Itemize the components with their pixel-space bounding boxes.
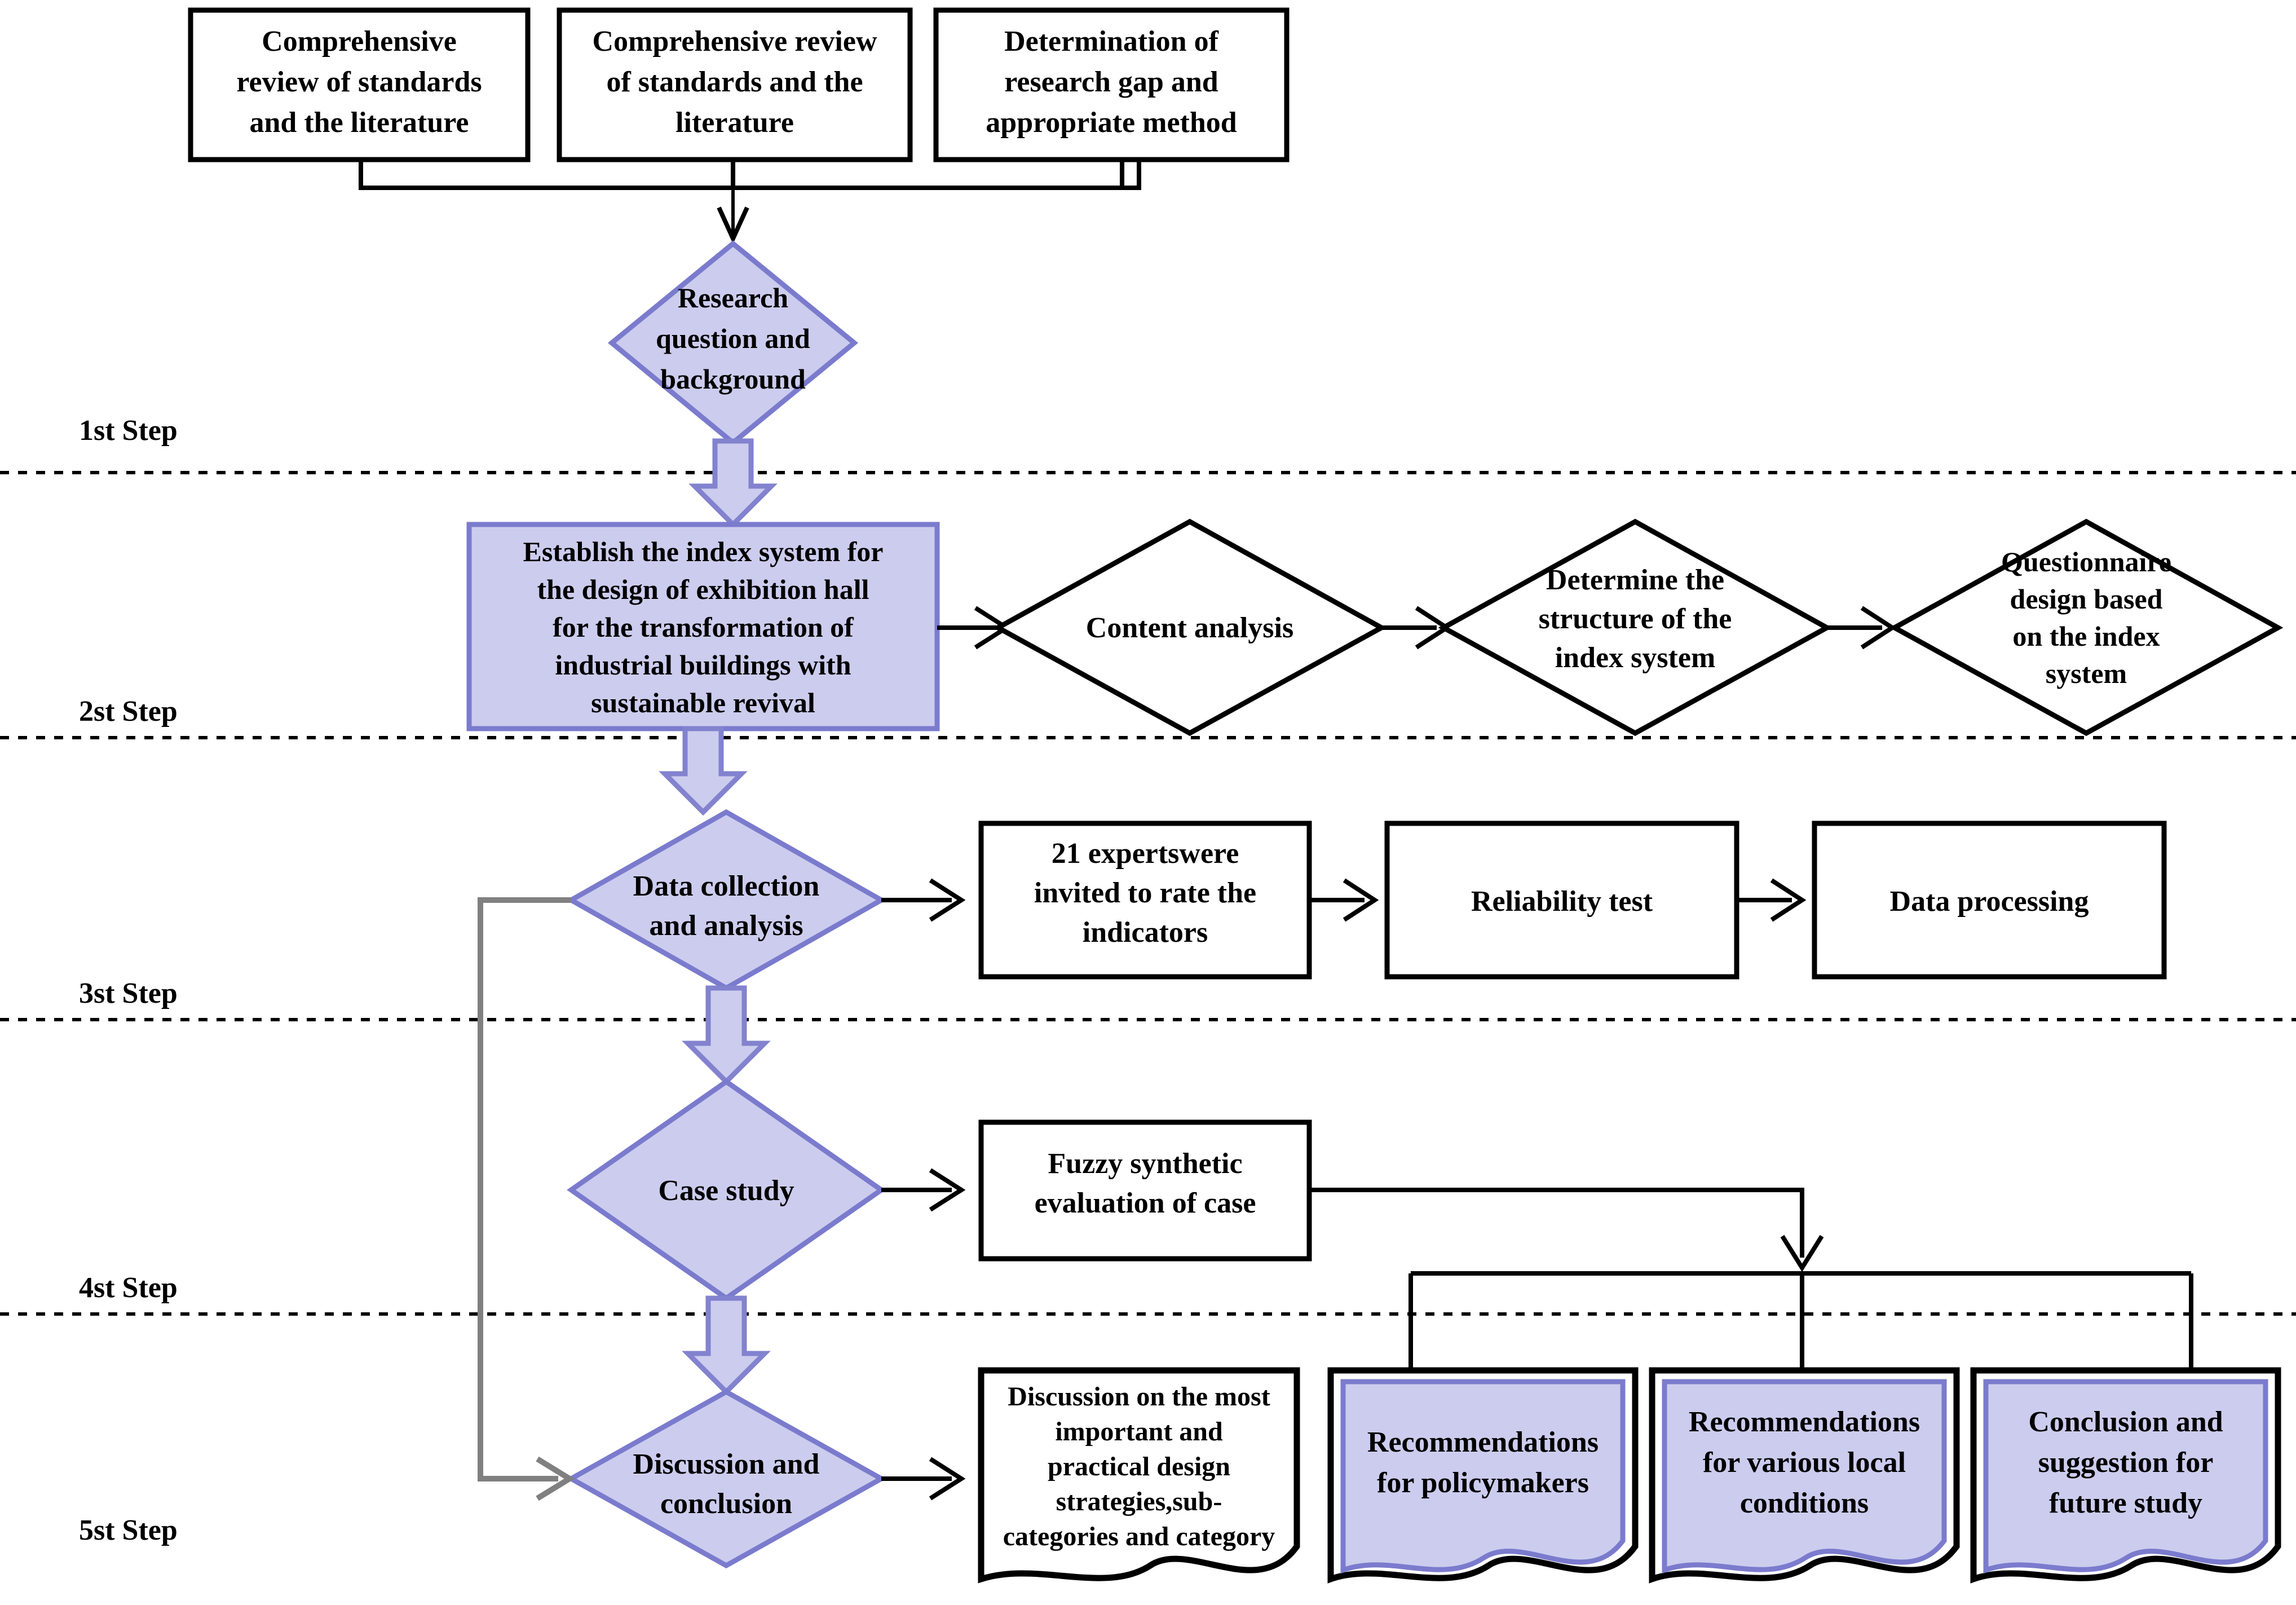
top-box-2-line-1: Comprehensive review (593, 25, 877, 58)
connector-bus-main (361, 160, 1141, 190)
rec-local-line-2: for various local (1703, 1447, 1906, 1479)
rec-policymakers-line-1: Recommendations (1367, 1426, 1599, 1458)
document-discussion-strategies[interactable] (978, 1367, 1300, 1584)
conclusion-future-line-1: Conclusion and (2028, 1406, 2223, 1438)
determine-structure-line-3: index system (1555, 642, 1716, 674)
diamond-discussion-conclusion[interactable] (566, 1388, 887, 1569)
box-establish-index-system[interactable] (466, 522, 940, 731)
conclusion-future-line-3: future study (2049, 1487, 2202, 1519)
arrowhead-fuzzy-evaluation (929, 1168, 966, 1212)
research-question-line-2: question and (656, 323, 810, 354)
top-box-1-line-3: and the literature (250, 107, 469, 139)
discussion-line-1: Discussion and (633, 1448, 820, 1480)
data-collection-line-1: Data collection (633, 870, 820, 902)
experts-line-2: invited to rate the (1034, 877, 1256, 909)
block-arrow-research-to-index (688, 438, 778, 528)
arrowhead-strategies-doc (929, 1457, 966, 1501)
fuzzy-line-1: Fuzzy synthetic (1048, 1148, 1242, 1180)
experts-line-3: indicators (1083, 916, 1208, 949)
diamond-determine-structure[interactable] (1438, 518, 1833, 737)
arrowhead-data-processing (1770, 878, 1807, 922)
step-label-5: 5st Step (79, 1514, 178, 1546)
step-label-3: 3st Step (79, 977, 178, 1009)
block-arrow-index-to-datacollection (659, 726, 748, 816)
top-box-1-line-2: review of standards (236, 66, 482, 98)
strategies-line-1: Discussion on the most (1008, 1382, 1270, 1412)
rec-local-line-1: Recommendations (1689, 1406, 1920, 1438)
box-comprehensive-review-standards-literature[interactable] (188, 7, 531, 162)
connector-feedback-loop (478, 897, 571, 1481)
questionnaire-line-1: Questionnaire (2001, 546, 2171, 577)
strategies-line-3: practical design (1048, 1452, 1230, 1481)
questionnaire-line-2: design based (2010, 583, 2163, 615)
connector-topbox2b-to-bus (1120, 160, 1139, 190)
index-system-line-4: industrial buildings with (555, 649, 851, 681)
determine-structure-line-1: Determine the (1546, 564, 1724, 596)
reliability-test-label: Reliability test (1471, 885, 1653, 918)
index-system-line-1: Establish the index system for (523, 536, 884, 567)
box-21-experts-rate-indicators[interactable] (978, 821, 1312, 980)
step-label-2: 2st Step (79, 695, 178, 727)
step-label-1: 1st Step (79, 415, 178, 447)
top-box-2-line-3: literature (675, 107, 794, 139)
research-question-line-3: background (660, 363, 806, 395)
conclusion-future-line-2: suggestion for (2038, 1447, 2214, 1479)
fuzzy-line-2: evaluation of case (1035, 1187, 1256, 1219)
research-question-line-1: Research (678, 282, 788, 314)
connector-three-stubs (359, 160, 1124, 188)
diamond-content-analysis[interactable] (992, 518, 1387, 737)
strategies-line-5: categories and category (1003, 1522, 1275, 1551)
index-system-line-5: sustainable revival (591, 687, 815, 718)
connector-fuzzy-to-bracket (1309, 1188, 1804, 1258)
connector-bus-left-leg (359, 160, 1122, 190)
top-box-2-line-2: of standards and the (606, 66, 863, 98)
questionnaire-line-3: on the index (2012, 620, 2160, 652)
content-analysis-label: Content analysis (1086, 612, 1293, 644)
strategies-line-2: important and (1055, 1417, 1223, 1447)
block-arrow-casestudy-to-discussion (682, 1295, 771, 1396)
data-processing-label: Data processing (1890, 885, 2089, 918)
index-system-line-2: the design of exhibition hall (537, 574, 869, 605)
box-fuzzy-synthetic-evaluation[interactable] (978, 1119, 1312, 1262)
discussion-line-2: conclusion (660, 1488, 792, 1520)
index-system-line-3: for the transformation of (553, 611, 854, 643)
arrowhead-experts-box (929, 878, 966, 922)
data-collection-line-2: and analysis (649, 910, 803, 942)
document-conclusion-future-inner (1983, 1379, 2268, 1574)
box-comprehensive-review-standards-the-literature[interactable] (557, 7, 913, 162)
rec-policymakers-line-2: for policymakers (1377, 1467, 1589, 1499)
arrowhead-feedback-loop (536, 1456, 575, 1501)
step-label-4: 4st Step (79, 1272, 178, 1304)
top-box-3-line-2: research gap and (1004, 66, 1218, 98)
case-study-label: Case study (658, 1175, 794, 1207)
connector-bus-right (361, 160, 1141, 190)
top-box-3-line-3: appropriate method (986, 107, 1237, 139)
document-rec-local-inner (1662, 1379, 1947, 1574)
rec-local-line-3: conditions (1740, 1487, 1869, 1519)
box-data-processing[interactable] (1812, 821, 2167, 980)
top-box-1-line-1: Comprehensive (262, 25, 457, 58)
document-rec-policymakers-inner (1340, 1379, 1626, 1574)
questionnaire-line-4: system (2046, 658, 2127, 689)
box-determination-research-gap-method[interactable] (933, 7, 1290, 162)
arrowhead-to-research-question (717, 206, 749, 244)
experts-line-1: 21 expertswere (1052, 837, 1239, 870)
strategies-line-4: strategies,sub- (1056, 1487, 1222, 1516)
box-reliability-test[interactable] (1384, 821, 1739, 980)
diamond-questionnaire-design[interactable] (1889, 518, 2284, 737)
block-arrow-datacollection-to-casestudy (682, 985, 771, 1086)
connector-topbox1-to-bus (359, 160, 1139, 190)
top-box-3-line-1: Determination of (1004, 25, 1218, 58)
determine-structure-line-2: structure of the (1539, 603, 1732, 635)
arrowhead-bracket-down (1780, 1234, 1824, 1272)
arrowhead-reliability-test (1343, 878, 1379, 922)
